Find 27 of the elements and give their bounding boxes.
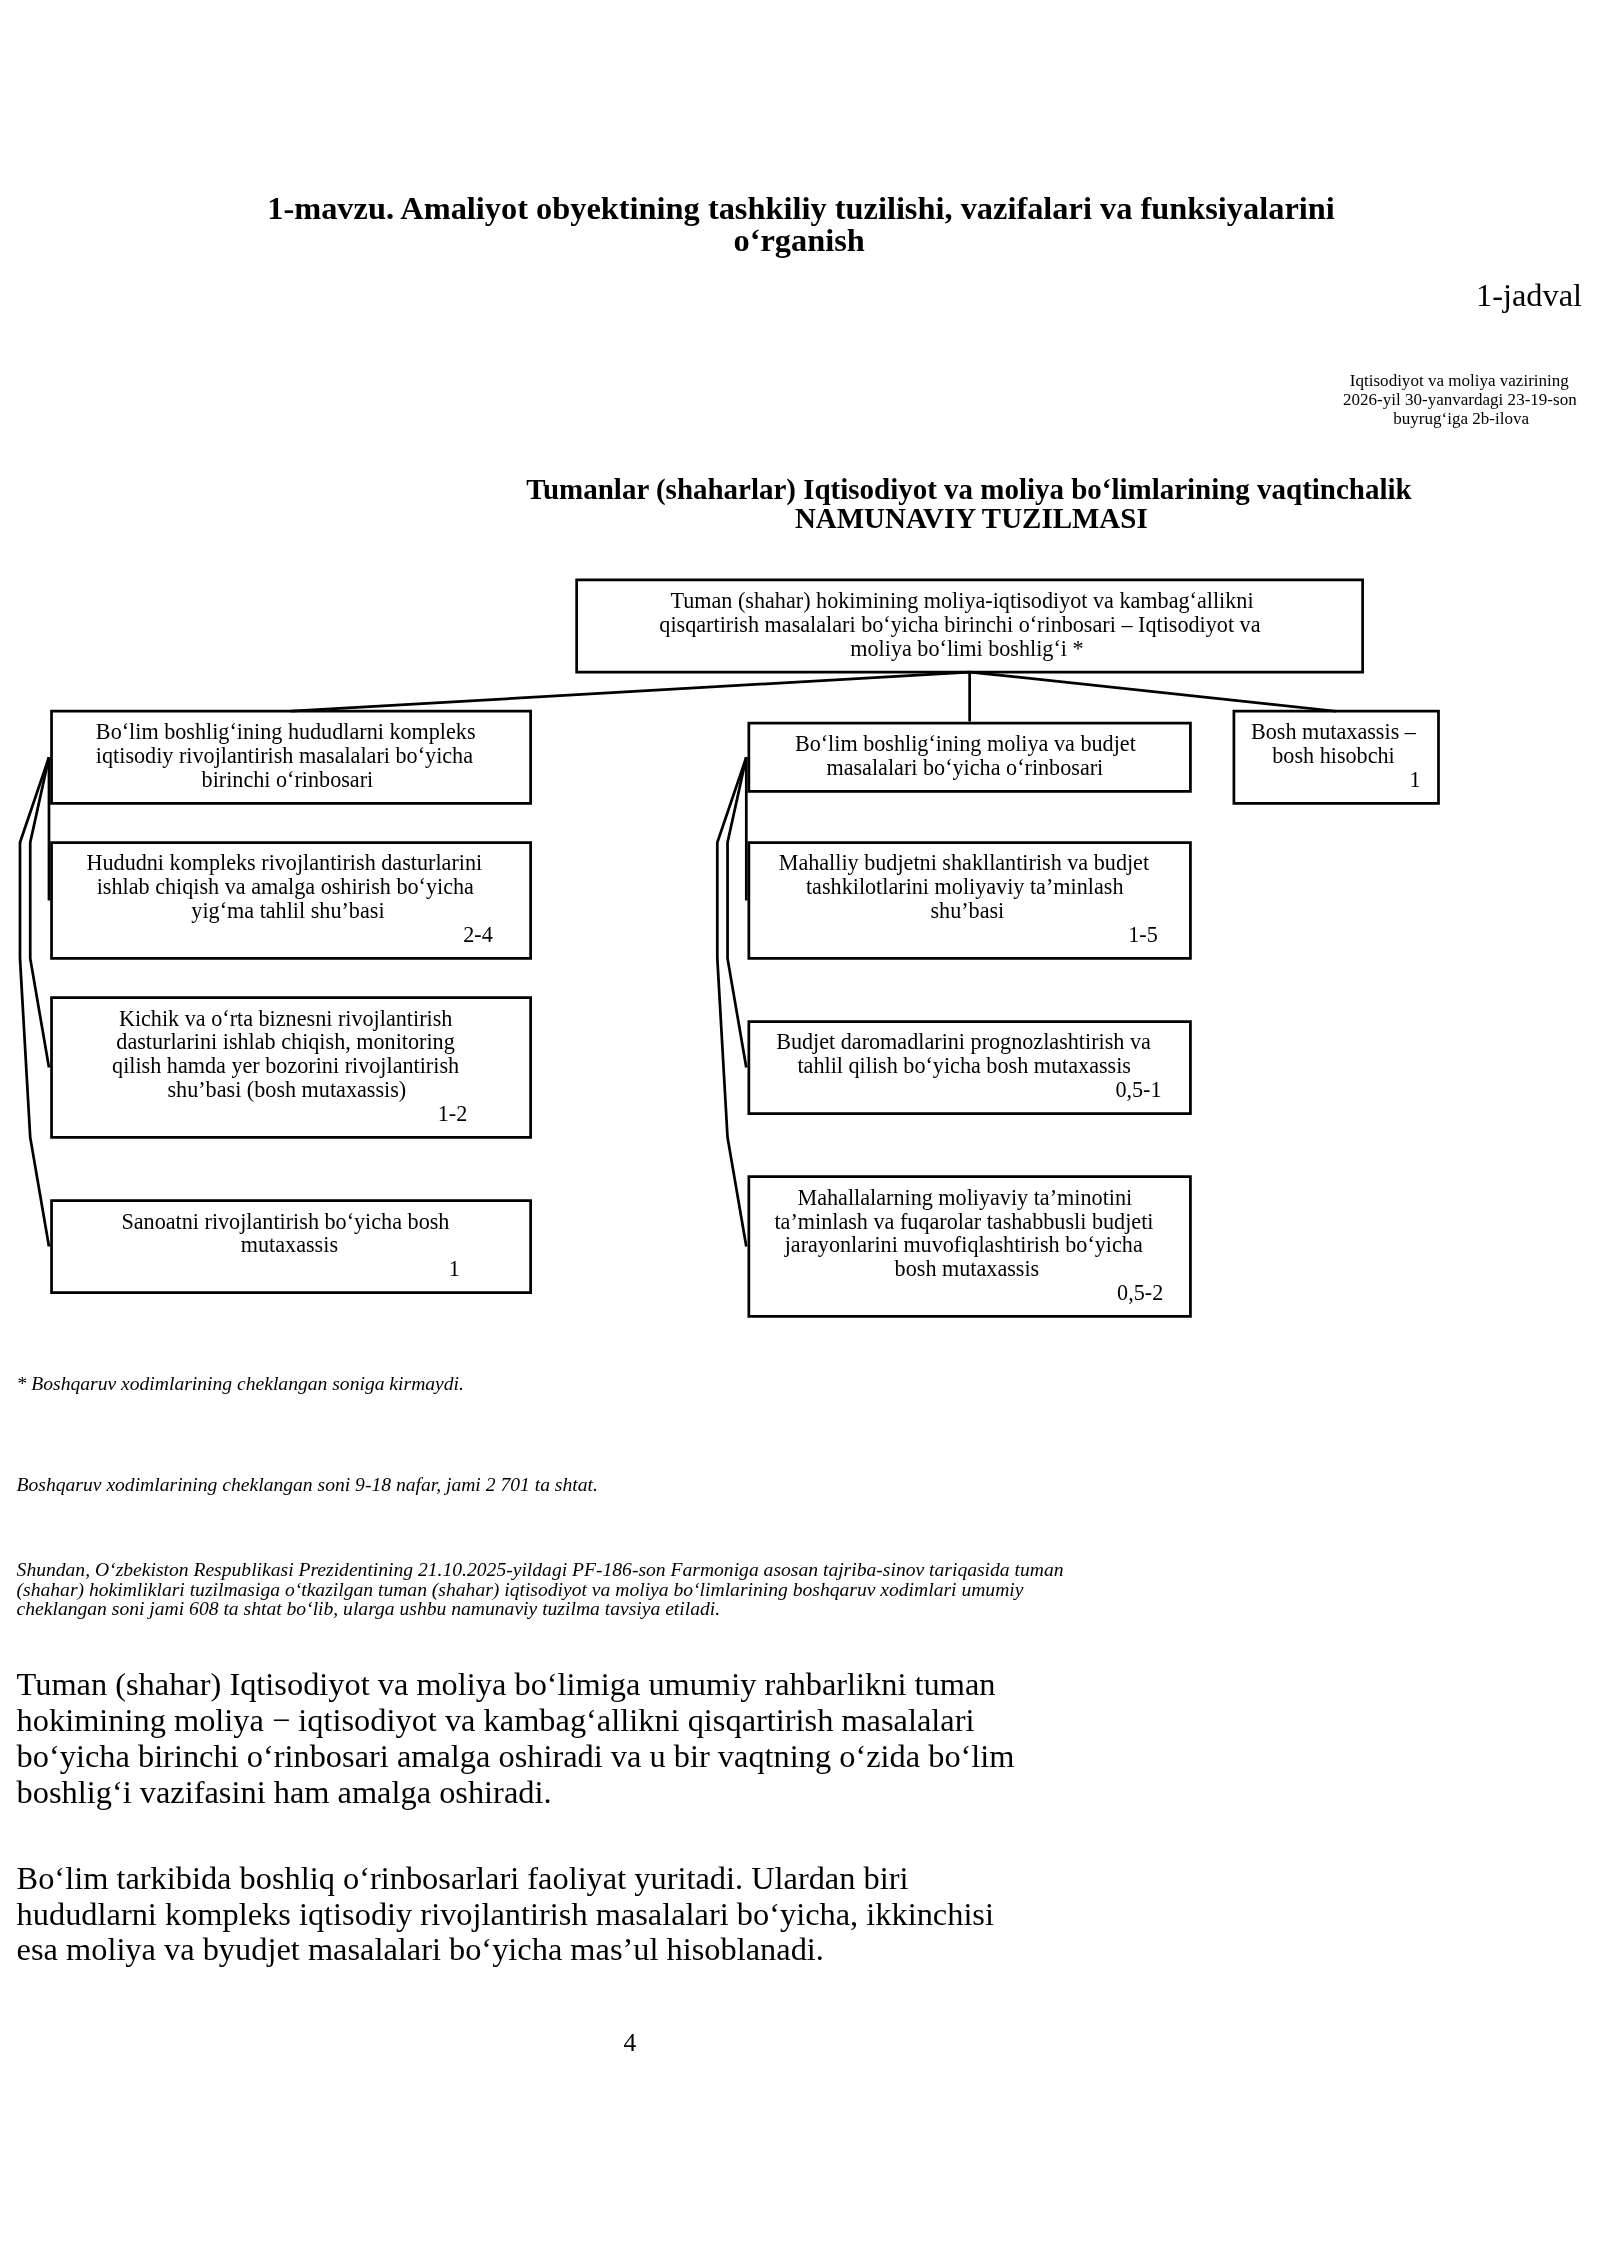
- label: Iqtisodiyot va moliya vazirining 2026-yil 30-yanvardagi 23-19-son buyrug‘iga 2b-ilova: [1343, 370, 1577, 428]
- label: Bo‘lim tarkibida boshliq o‘rinbosarlari faoliyat yuritadi. Ulardan biri hududlarni kompleks iqtisodiy rivojlantirish masalalari bo‘yicha, ikkinchisi esa moliya va byudjet masalalari bo‘yicha mas’ul hisoblanadi.: [16, 1859, 994, 1967]
- label: Tumanlar (shaharlar) Iqtisodiyot va moliya bo‘limlarining vaqtinchalik NAMUNAVIY TUZILMASI: [526, 472, 1412, 534]
- label: Tuman (shahar) Iqtisodiyot va moliya bo‘limiga umumiy rahbarlikni tuman hokimining moliya − iqtisodiyot va kambag‘allikni qisqartirish masalalari bo‘yicha birinchi o‘rinbosari amalga oshiradi va u bir vaqtning o‘zida bo‘lim boshlig‘i vazifasini ham amalga oshiradi.: [16, 1665, 1015, 1810]
- connector: [744, 756, 748, 900]
- connector: [715, 756, 748, 1247]
- node-box: Sanoatni rivojlantirish bo‘yicha bosh mutaxassis 1: [50, 1198, 532, 1294]
- label: Boshqaruv xodimlarining cheklangan soni 9-18 nafar, jami 2 701 ta shtat.: [16, 1473, 598, 1495]
- node-box: Tuman (shahar) hokimining moliya-iqtisodiyot va kambag‘allikni qisqartirish masalalari bo‘yicha birinchi o‘rinbosari – Iqtisodiyot va moliya bo‘limi boshlig‘i *: [575, 578, 1364, 673]
- node-box: Bosh mutaxassis – bosh hisobchi 1: [1232, 709, 1440, 805]
- connector: [726, 756, 748, 1068]
- node-box: Hududni kompleks rivojlantirish dasturlarini ishlab chiqish va amalga oshirish bo‘yicha yig‘ma tahlil shu’basi 2-4: [50, 840, 532, 960]
- connector: [291, 670, 970, 713]
- diagram-title: 1-mavzu. Amaliyot obyektining tashkiliy tuzilishi, vazifalari va funksiyalarini o‘rganish: [267, 189, 1335, 258]
- node-box: Bo‘lim boshlig‘ining hududlarni kompleks iqtisodiy rivojlantirish masalalari bo‘yicha birinchi o‘rinbosari: [50, 709, 532, 805]
- label: Shundan, O‘zbekiston Respublikasi Prezidentining 21.10.2025-yildagi PF-186-son Farmoniga asosan tajriba-sinov tariqasida tuman (shahar) hokimliklari tuzilmasiga o‘tkazilgan tuman (shahar) iqtisodiyot va moliya bo‘limlarining boshqaruv xodimlari umumiy cheklangan soni jami 608 ta shtat bo‘lib, ularga ushbu namunaviy tuzilma tavsiya etiladi.: [16, 1558, 1064, 1619]
- label: * Boshqaruv xodimlarining cheklangan soniga kirmaydi.: [16, 1372, 464, 1394]
- label: 4: [623, 2027, 637, 2057]
- label: 1-jadval: [1476, 276, 1583, 313]
- connector: [969, 670, 1337, 713]
- node-box: Kichik va o‘rta biznesni rivojlantirish dasturlarini ishlab chiqish, monitoring qilish hamda yer bozorini rivojlantirish shu’basi (bosh mutaxassis) 1-2: [50, 995, 532, 1139]
- node-box: Budjet daromadlarini prognozlashtirish va tahlil qilish bo‘yicha bosh mutaxassis 0,5-1: [747, 1019, 1192, 1115]
- node-box: Bo‘lim boshlig‘ining moliya va budjet masalalari bo‘yicha o‘rinbosari: [747, 721, 1192, 793]
- connector: [18, 756, 51, 1247]
- connector: [968, 671, 971, 721]
- node-box: Mahalliy budjetni shakllantirish va budjet tashkilotlarini moliyaviy ta’minlash shu’basi 1-5: [747, 840, 1192, 960]
- node-box: Mahallalarning moliyaviy ta’minotini ta’minlash va fuqarolar tashabbusli budjeti jarayonlarini muvofiqlashtirish bo‘yicha bosh mutaxassis 0,5-2: [747, 1174, 1192, 1318]
